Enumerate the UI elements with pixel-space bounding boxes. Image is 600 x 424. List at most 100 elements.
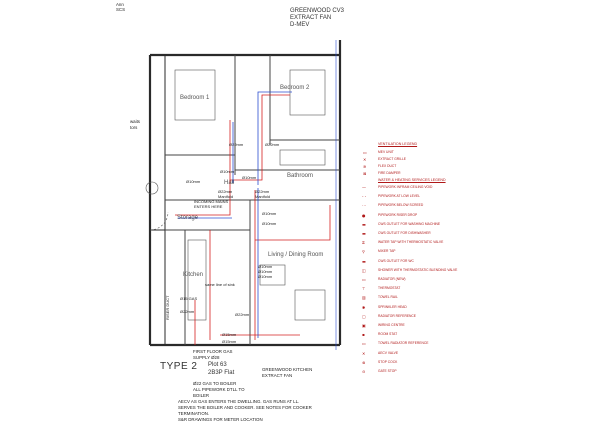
legend-water-item: PIPEWORK RISER DROP <box>378 212 418 217</box>
pipework <box>175 40 337 350</box>
title-plot: Plot 63 <box>208 362 227 368</box>
note-aecv-3: TERMINATION. <box>178 411 210 416</box>
manifold-label-b: Manifold <box>255 194 271 199</box>
legend-water-item: TOWEL RADIATOR REFERENCE <box>378 341 429 346</box>
left-fragment-2: tors <box>130 125 138 130</box>
radiator-icon: ▭ <box>362 277 366 282</box>
ceiling-pipe-icon: — <box>362 185 366 190</box>
low-level-pipe-icon: - - <box>362 194 367 200</box>
pipe-label: Ø10mm <box>186 179 201 184</box>
sprinkler-icon: ✱ <box>362 304 366 310</box>
legend-vent-item: FIRE DAMPER <box>378 171 401 175</box>
legend-water-item: SHOWER WITH THERMOSTATIC BLENDING VALVE <box>378 267 458 272</box>
pipe-label: Ø22mm <box>218 189 233 194</box>
furniture-outlines <box>145 69 326 321</box>
legend-water-item: CWS OUTLET FOR WC <box>378 258 414 263</box>
room-stat-icon: ▪ <box>362 332 365 338</box>
legend-water-title: WATER & HEATING SERVICES LEGEND <box>378 178 446 182</box>
internal-partitions <box>165 55 340 345</box>
walls <box>148 40 342 347</box>
mev-unit-icon: ▭ <box>363 150 367 155</box>
legend-water-item: RADIATOR (NEW) <box>378 277 406 281</box>
note-s-and-r: S&R DRAWINGS FOR METER LOCATION <box>178 417 263 422</box>
legend-vent-title: VENTILATION LEGEND <box>378 142 418 146</box>
legend-vent-item: EXTRACT GRILLE <box>378 157 406 161</box>
legend-water-item: THERMOSTAT <box>378 286 401 291</box>
thermostat-icon: ⊤ <box>362 286 366 292</box>
pipe-label: Ø22mm <box>180 309 195 314</box>
pipe-label: Ø10mm <box>262 221 277 226</box>
legend-water-item: RADIATOR REFERENCE <box>378 313 416 318</box>
header-line-1: Ann <box>116 2 124 7</box>
gate-stop-icon: ⊝ <box>362 369 366 374</box>
legend-water-item: PIPEWORK INFRAM CEILING VOID <box>378 185 433 189</box>
shower-icon: ◫ <box>362 267 366 273</box>
stop-cock-icon: ⊗ <box>362 359 366 365</box>
legend-water-item: ROOM STAT <box>378 332 398 337</box>
kitchen-fan-callout-2: EXTRACT FAN <box>262 373 293 378</box>
gas-label: Ø15 GAS <box>180 296 198 301</box>
room-hall: Hall <box>224 180 235 186</box>
pipe-label: Ø15mm <box>222 339 237 344</box>
note-all-pipework-1: ALL PIPEWORK DTLL TO <box>193 387 245 392</box>
pipe-label: Ø10mm <box>258 274 273 279</box>
pipe-label: Ø10mm <box>242 175 257 180</box>
note-first-floor-gas-1: FIRST FLOOR GAS <box>193 349 233 354</box>
riser-duct-label: RISER DUCT <box>165 295 170 320</box>
note-gas-to-boiler: Ø22 GAS TO BOILER <box>193 381 237 386</box>
extract-grille-icon: ✕ <box>363 157 367 162</box>
legend-water-item: WATER TAP WITH THERMOSTATIC VALVE <box>378 240 444 245</box>
title-type: TYPE 2 <box>160 361 198 372</box>
pipe-label: Ø10mm <box>262 211 277 216</box>
legend-vent-item: MEV UNIT <box>378 150 394 154</box>
legend-water-item: CWS OUTLET FOR DISHWASHER <box>378 231 431 235</box>
legend-water-item: STOP COCK <box>378 359 398 364</box>
legend-water-item: PIPEWORK BELOW SCREED <box>378 203 424 208</box>
aecv-valve-icon: ✕ <box>362 350 366 356</box>
room-bathroom: Bathroom <box>287 173 314 179</box>
legend-water-item: TOWEL RAIL <box>378 295 398 300</box>
room-storage: Storage <box>177 215 199 221</box>
header-line-2: SCS <box>116 7 126 12</box>
wc-outlet-icon: ▬ <box>362 258 366 264</box>
legend-water-item: AECV VALVE <box>378 350 399 355</box>
incoming-mains-1: INCOMING MAINS <box>194 199 229 204</box>
towel-rail-icon: ▥ <box>362 295 366 301</box>
legend-water-item: GATE STOP <box>378 369 397 373</box>
top-fan-callout-3: D-MEV <box>290 22 310 28</box>
note-first-floor-gas-2: SUPPLY Ø28 <box>193 355 220 360</box>
note-all-pipework-2: BOILER <box>193 393 210 398</box>
dishwasher-outlet-icon: ▬ <box>362 231 366 236</box>
note-aecv-1: AECV AS GAS ENTERS THE DWELLING. GAS RUN… <box>178 399 300 404</box>
pipe-label: Ø10mm <box>220 169 235 174</box>
pipe-label: Ø10mm <box>258 269 273 274</box>
room-bedroom-1: Bedroom 1 <box>180 95 210 101</box>
note-aecv-2: SERVES THE BOILER AND COOKER. SEE NOTES … <box>178 405 312 410</box>
pipe-label: Ø15mm <box>222 332 237 337</box>
legend-water-item: SPRINKLER HEAD <box>378 304 407 309</box>
kitchen-fan-callout-1: GREENWOOD KITCHEN <box>262 367 313 372</box>
legend-water-item: WIRING CENTRE <box>378 323 405 327</box>
riser-drop-icon: ● <box>362 212 366 218</box>
wiring-centre-icon: ▣ <box>362 323 366 328</box>
room-kitchen: Kitchen <box>183 272 204 278</box>
top-fan-callout-2: EXTRACT FAN <box>290 15 332 21</box>
left-fragment-1: waits <box>130 119 141 124</box>
manifold-label-a: Manifold <box>218 194 234 199</box>
radiator-ref-icon: ▢ <box>362 313 366 319</box>
thermostatic-tap-icon: ⧖ <box>362 240 365 246</box>
room-bedroom-2: Bedroom 2 <box>280 85 310 91</box>
fire-damper-icon: ⊠ <box>363 171 367 176</box>
mixer-tap-icon: ⚲ <box>362 249 365 255</box>
legend-water-item: PIPEWORK AT LOW LEVEL <box>378 194 421 199</box>
legend-water-item: MIXER TAP <box>378 249 396 254</box>
flex-duct-icon: ≋ <box>363 164 367 169</box>
top-fan-callout-1: GREENWOOD CV3 <box>290 8 345 14</box>
pipe-label: Ø22mm <box>229 142 244 147</box>
kitchen-note: same line of sink <box>205 282 235 287</box>
title-flat: 2B3P Flat <box>208 370 235 376</box>
pipe-label: Ø10mm <box>258 264 273 269</box>
towel-radiator-ref-icon: ▭ <box>362 341 366 347</box>
legend-water-item: CWS OUTLET FOR WASHING MACHINE <box>378 221 441 226</box>
